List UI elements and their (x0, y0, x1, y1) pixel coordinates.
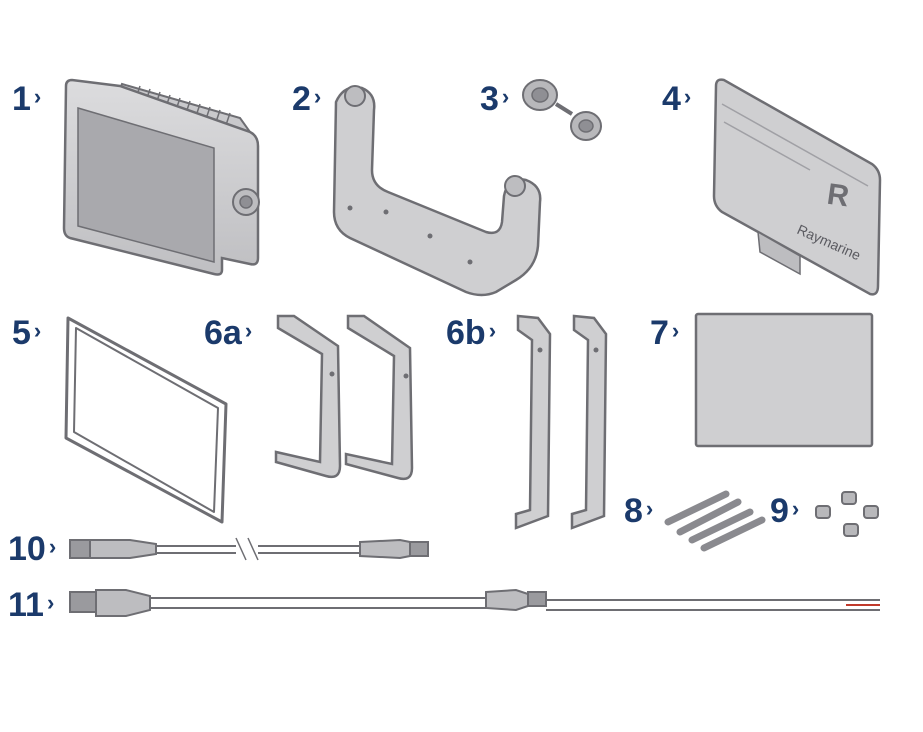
callout-3-number: 3 (480, 80, 499, 118)
chevron-right-icon: › (683, 84, 692, 109)
callout-3: 3› (480, 82, 509, 116)
chevron-right-icon: › (46, 590, 55, 615)
chevron-right-icon: › (488, 318, 497, 343)
callout-11: 11› (8, 588, 54, 622)
thumb-nuts (815, 491, 879, 537)
callout-6a: 6a› (204, 316, 252, 350)
bracket-knobs (522, 79, 602, 141)
sun-cover: R Raymarine (712, 78, 882, 296)
clamp-bracket-left (274, 314, 342, 479)
callout-10-number: 10 (8, 530, 46, 568)
data-cable (69, 537, 429, 561)
callout-6a-number: 6a (204, 314, 242, 352)
callout-6b-number: 6b (446, 314, 486, 352)
display-screen (77, 106, 215, 263)
panel-gasket (64, 316, 228, 524)
callout-1-number: 1 (12, 80, 31, 118)
callout-10: 10› (8, 532, 56, 566)
callout-5: 5› (12, 316, 41, 350)
chevron-right-icon: › (313, 84, 322, 109)
callout-5-number: 5 (12, 314, 31, 352)
callout-2: 2› (292, 82, 321, 116)
callout-1: 1› (12, 82, 41, 116)
long-bracket-left (514, 314, 552, 530)
rear-clamp-brackets (274, 314, 414, 481)
trunnion-bracket (332, 85, 542, 297)
chevron-right-icon: › (501, 84, 510, 109)
display-unit (62, 78, 260, 276)
long-bracket-right (570, 314, 608, 530)
chevron-right-icon: › (244, 318, 253, 343)
chevron-right-icon: › (33, 84, 42, 109)
callout-11-number: 11 (8, 586, 44, 624)
clamp-bracket-right (344, 314, 414, 481)
callout-8: 8› (624, 494, 653, 528)
mounting-studs (664, 490, 766, 552)
chevron-right-icon: › (791, 496, 800, 521)
long-clamp-brackets (514, 314, 608, 530)
power-cable (69, 588, 880, 617)
callout-6b: 6b› (446, 316, 496, 350)
chevron-right-icon: › (645, 496, 654, 521)
chevron-right-icon: › (48, 534, 57, 559)
chevron-right-icon: › (33, 318, 42, 343)
callout-4-number: 4 (662, 80, 681, 118)
callout-2-number: 2 (292, 80, 311, 118)
panel-template (694, 312, 874, 448)
callout-8-number: 8 (624, 492, 643, 530)
sun-cover-logo: R (825, 178, 851, 214)
callout-7: 7› (650, 316, 679, 350)
chevron-right-icon: › (671, 318, 680, 343)
callout-4: 4› (662, 82, 691, 116)
callout-9: 9› (770, 494, 799, 528)
callout-7-number: 7 (650, 314, 669, 352)
callout-9-number: 9 (770, 492, 789, 530)
